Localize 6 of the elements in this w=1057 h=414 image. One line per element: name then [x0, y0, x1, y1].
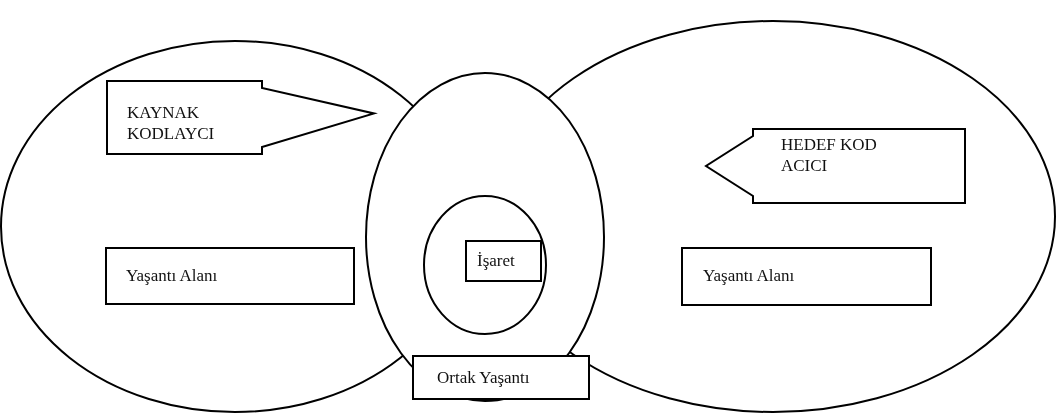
node-text: Ortak Yaşantı	[437, 367, 531, 388]
node-text: HEDEF KOD ACICI	[781, 134, 878, 176]
node-text: İşaret	[477, 250, 516, 271]
node-text: Yaşantı Alanı	[126, 265, 219, 286]
node-text: KAYNAK KODLAYCI	[127, 102, 216, 144]
node-text: Yaşantı Alanı	[703, 265, 796, 286]
